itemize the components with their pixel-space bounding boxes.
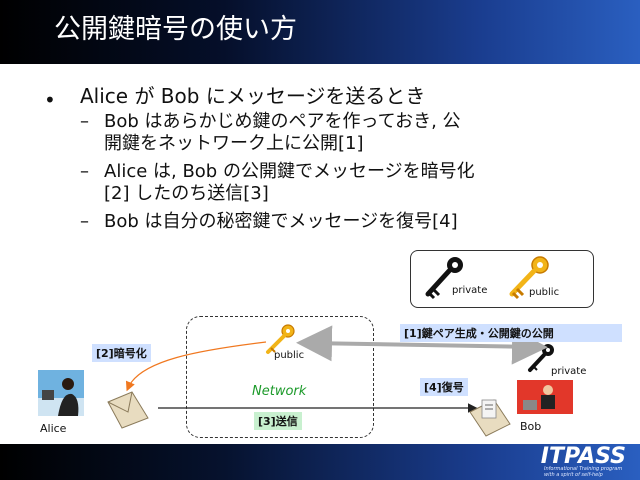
legend-private-key-icon xyxy=(425,257,463,300)
step4-label: [4]復号 xyxy=(420,378,468,396)
sub-bullet-1-line2: 開鍵をネットワーク上に公開[1] xyxy=(104,133,364,154)
bullet-dot: • xyxy=(44,88,56,112)
bullet-main: Alice が Bob にメッセージを送るとき xyxy=(80,84,426,108)
network-box xyxy=(186,316,374,438)
network-key-label: public xyxy=(274,350,305,361)
dash-3: – xyxy=(80,211,89,232)
encrypt-arrow xyxy=(125,341,267,392)
itpass-logo-subtitle: Informational Training program with a sp… xyxy=(544,466,623,478)
sub-bullet-3: Bob は自分の秘密鍵でメッセージを復号[4] xyxy=(104,211,458,232)
alice-label: Alice xyxy=(40,422,67,435)
sub-bullet-2-line2: [2] したのち送信[3] xyxy=(104,183,269,204)
network-public-key-icon xyxy=(266,324,295,354)
legend-box xyxy=(410,250,594,308)
bob-key-label: private xyxy=(551,366,587,377)
bob-label: Bob xyxy=(520,420,542,433)
itpass-logo: ITPASS xyxy=(540,444,626,469)
footer-bar xyxy=(0,444,640,480)
legend-public-label: public xyxy=(529,287,560,298)
publish-arrow xyxy=(296,325,548,365)
title-bar xyxy=(0,0,640,64)
legend-private-label: private xyxy=(452,285,488,296)
sub-bullet-1-line1: Bob はあらかじめ鍵のペアを作っておき, 公 xyxy=(104,111,461,132)
alice-envelope-icon xyxy=(107,391,149,429)
sub-bullet-2-line1: Alice は, Bob の公開鍵でメッセージを暗号化 xyxy=(104,161,475,182)
bob-avatar xyxy=(517,380,573,414)
network-label: Network xyxy=(252,384,307,399)
legend-public-key-icon xyxy=(509,256,549,300)
alice-avatar xyxy=(38,370,84,416)
step2-label: [2]暗号化 xyxy=(92,344,151,362)
step3-label: [3]送信 xyxy=(254,412,302,430)
slide-title: 公開鍵暗号の使い方 xyxy=(54,14,297,45)
step1-label: [1]鍵ペア生成・公開鍵の公開 xyxy=(400,324,622,342)
bob-envelope-icon xyxy=(469,399,511,437)
dash-1: – xyxy=(80,111,89,132)
dash-2: – xyxy=(80,161,89,182)
